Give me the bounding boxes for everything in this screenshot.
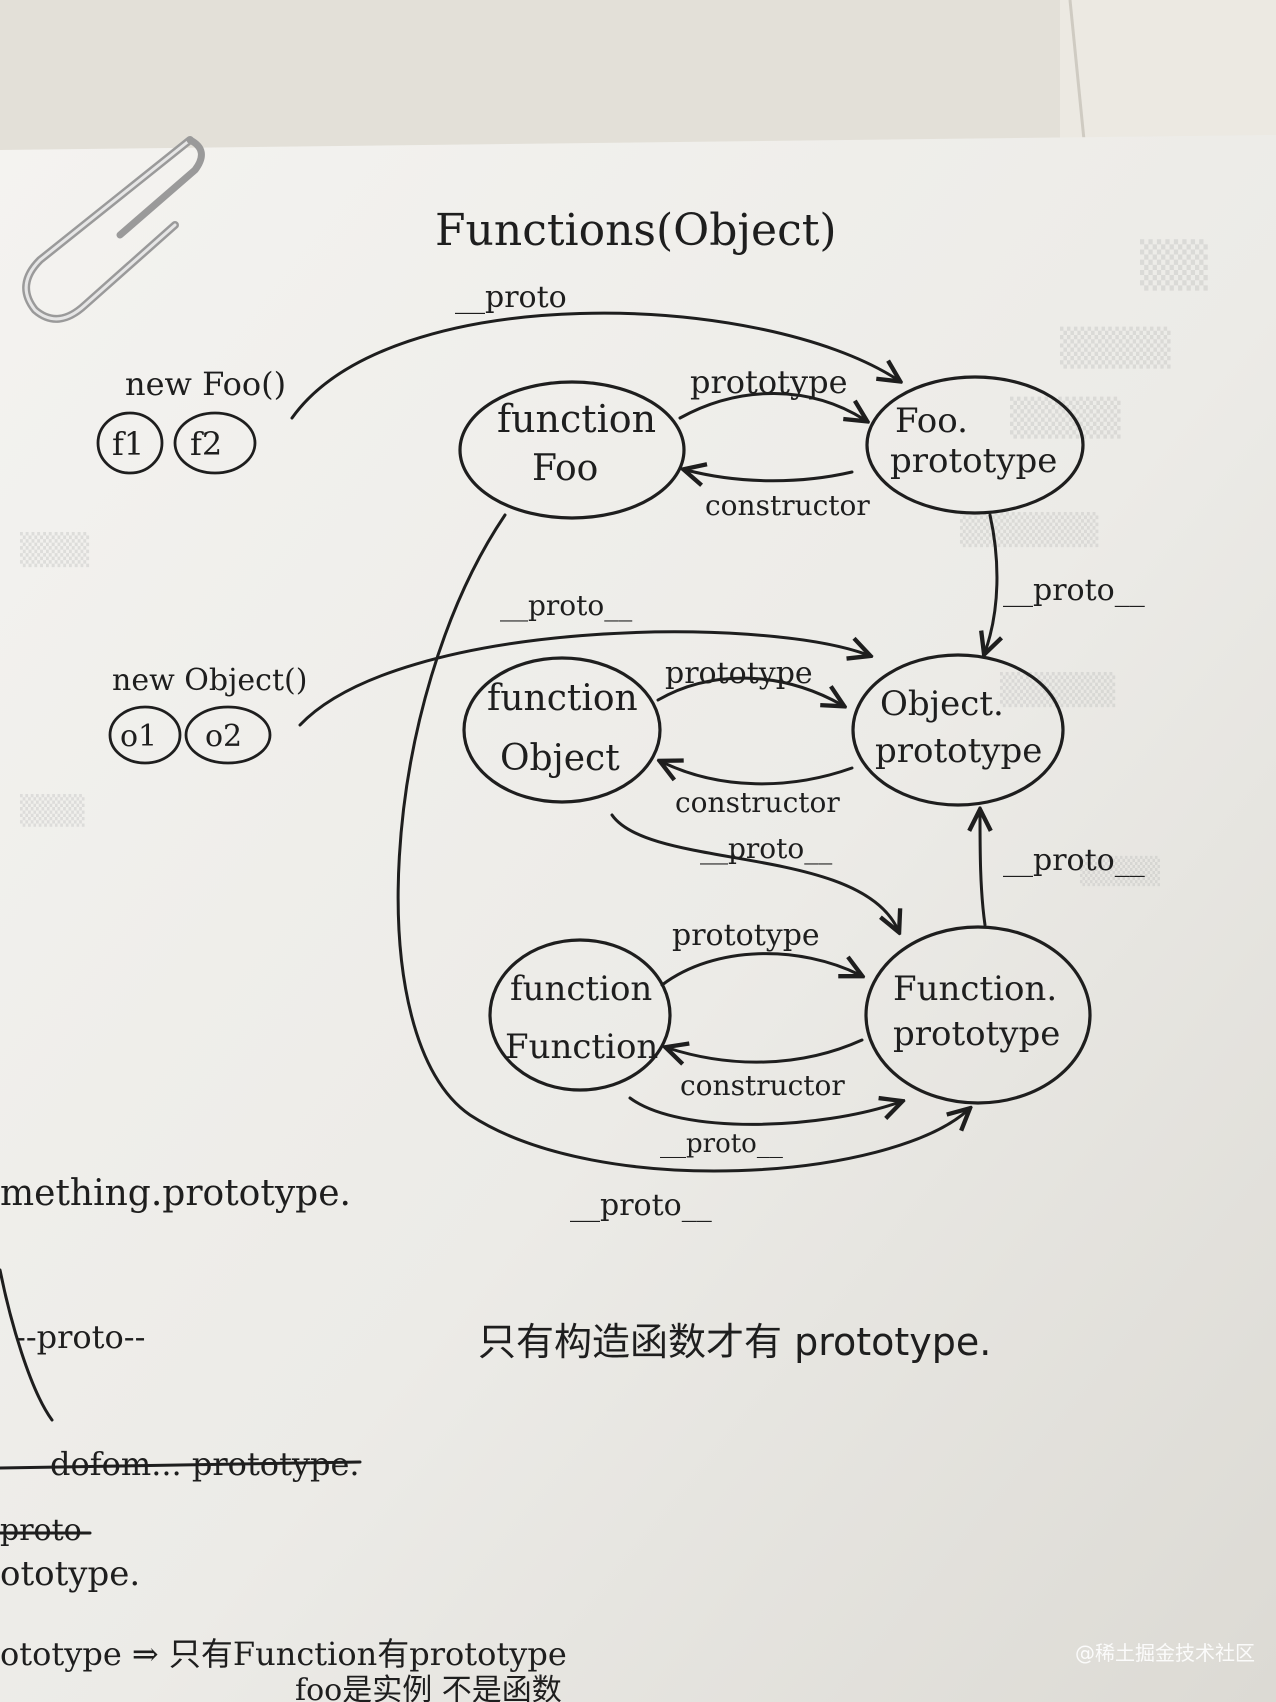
edge-function-constructor-label: constructor xyxy=(680,1069,845,1102)
constructor-note: 只有构造函数才有 prototype. xyxy=(478,1320,991,1364)
edge-fnproto-proto xyxy=(980,812,985,927)
diagram-title: Functions(Object) xyxy=(435,205,837,256)
bleed-through-marks: ▒▒ ▒▒▒▒ ▒▒▒▒ ▒▒▒▒▒▒ ▒▒▒▒▒ ▒▒▒▒ ▒▒▒ ▒▒▒ xyxy=(20,238,1208,887)
edge-function-prototype-label: prototype xyxy=(672,918,820,953)
margin-something-prototype: mething.prototype. xyxy=(0,1173,351,1214)
edge-fooproto-proto-label: __proto__ xyxy=(1003,573,1145,608)
instance-f1-node xyxy=(96,411,164,475)
svg-text:▒▒▒▒: ▒▒▒▒ xyxy=(1080,855,1160,887)
foo-prototype-line1: Foo. xyxy=(895,401,968,441)
edge-object-instances-proto xyxy=(298,630,868,727)
edge-object-prototype-label: prototype xyxy=(665,656,813,691)
paperclip-icon xyxy=(22,136,205,323)
function-function-node xyxy=(488,938,672,1092)
margin-bottom-line1: ototype ⇒ 只有Function有prototype xyxy=(0,1635,567,1673)
function-object-line2: Object xyxy=(500,738,620,779)
edge-foo-constructor-label: constructor xyxy=(705,489,870,522)
edge-object-instances-proto-label: __proto__ xyxy=(500,589,632,622)
margin-struck-proto: proto xyxy=(0,1513,82,1548)
new-object-label: new Object() xyxy=(112,663,307,698)
function-prototype-line2: prototype xyxy=(893,1014,1060,1054)
function-function-line1: function xyxy=(510,969,652,1009)
svg-text:▒▒: ▒▒ xyxy=(1140,238,1208,291)
edge-fnfunction-proto-label: __proto__ xyxy=(660,1129,783,1159)
watermark: @稀土掘金技术社区 xyxy=(1075,1641,1255,1665)
svg-text:▒▒▒▒: ▒▒▒▒ xyxy=(1010,396,1121,439)
foo-prototype-node xyxy=(865,375,1085,515)
edge-object-prototype xyxy=(656,676,842,705)
svg-text:▒▒▒▒▒▒: ▒▒▒▒▒▒ xyxy=(960,512,1098,548)
edge-foo-prototype-label: prototype xyxy=(690,363,848,401)
function-foo-node xyxy=(458,380,686,520)
function-foo-line2: Foo xyxy=(532,448,598,489)
object-prototype-line1: Object. xyxy=(880,684,1004,724)
new-foo-label: new Foo() xyxy=(125,365,286,403)
function-object-node xyxy=(462,656,662,804)
edge-fnobject-proto-label: __proto__ xyxy=(700,832,832,865)
object-prototype-line2: prototype xyxy=(875,731,1042,771)
function-object-line1: function xyxy=(487,678,638,719)
svg-text:▒▒▒▒: ▒▒▒▒ xyxy=(1060,326,1171,369)
edge-fnfunction-proto xyxy=(628,1098,900,1126)
instance-o1-node xyxy=(108,705,182,765)
function-prototype-line1: Function. xyxy=(893,969,1057,1009)
instance-f2-node xyxy=(173,411,257,475)
svg-text:▒▒▒: ▒▒▒ xyxy=(20,532,89,568)
edge-fnfoo-proto xyxy=(396,513,968,1173)
edge-fnobject-proto xyxy=(610,813,898,930)
edge-function-prototype xyxy=(660,952,860,987)
edge-foo-instances-proto-label: __proto__ xyxy=(455,280,597,315)
edge-object-constructor xyxy=(662,762,854,786)
svg-text:▒▒▒▒▒: ▒▒▒▒▒ xyxy=(1000,672,1115,708)
margin-prototype-line: ototype. xyxy=(0,1554,140,1594)
instance-o2-node xyxy=(184,705,272,765)
instance-f2-label: f2 xyxy=(190,425,222,463)
paper-sheet xyxy=(0,135,1276,1702)
instance-o1-label: o1 xyxy=(120,719,157,754)
function-foo-line1: function xyxy=(497,397,656,441)
margin-proto-curve xyxy=(0,1268,54,1422)
function-function-line2: Function xyxy=(505,1027,658,1067)
edge-fnfoo-proto-label: __proto__ xyxy=(570,1188,712,1223)
edge-function-constructor xyxy=(668,1038,864,1062)
edge-foo-prototype xyxy=(678,392,865,420)
function-prototype-node xyxy=(864,925,1092,1105)
edge-fooproto-proto xyxy=(985,513,997,652)
margin-proto: --proto-- xyxy=(15,1318,145,1356)
edge-foo-constructor xyxy=(686,470,854,481)
foo-prototype-line2: prototype xyxy=(890,441,1057,481)
margin-strike-line xyxy=(0,1460,362,1470)
edge-foo-instances-proto xyxy=(290,311,898,420)
edge-object-constructor-label: constructor xyxy=(675,786,840,819)
svg-text:▒▒▒: ▒▒▒ xyxy=(20,793,85,827)
instance-f1-label: f1 xyxy=(112,425,144,463)
instance-o2-label: o2 xyxy=(205,719,242,754)
object-prototype-node xyxy=(851,653,1065,807)
edge-fnproto-proto-label: __proto__ xyxy=(1003,843,1145,878)
margin-bottom-line2: foo是实例 不是函数 xyxy=(295,1673,562,1702)
